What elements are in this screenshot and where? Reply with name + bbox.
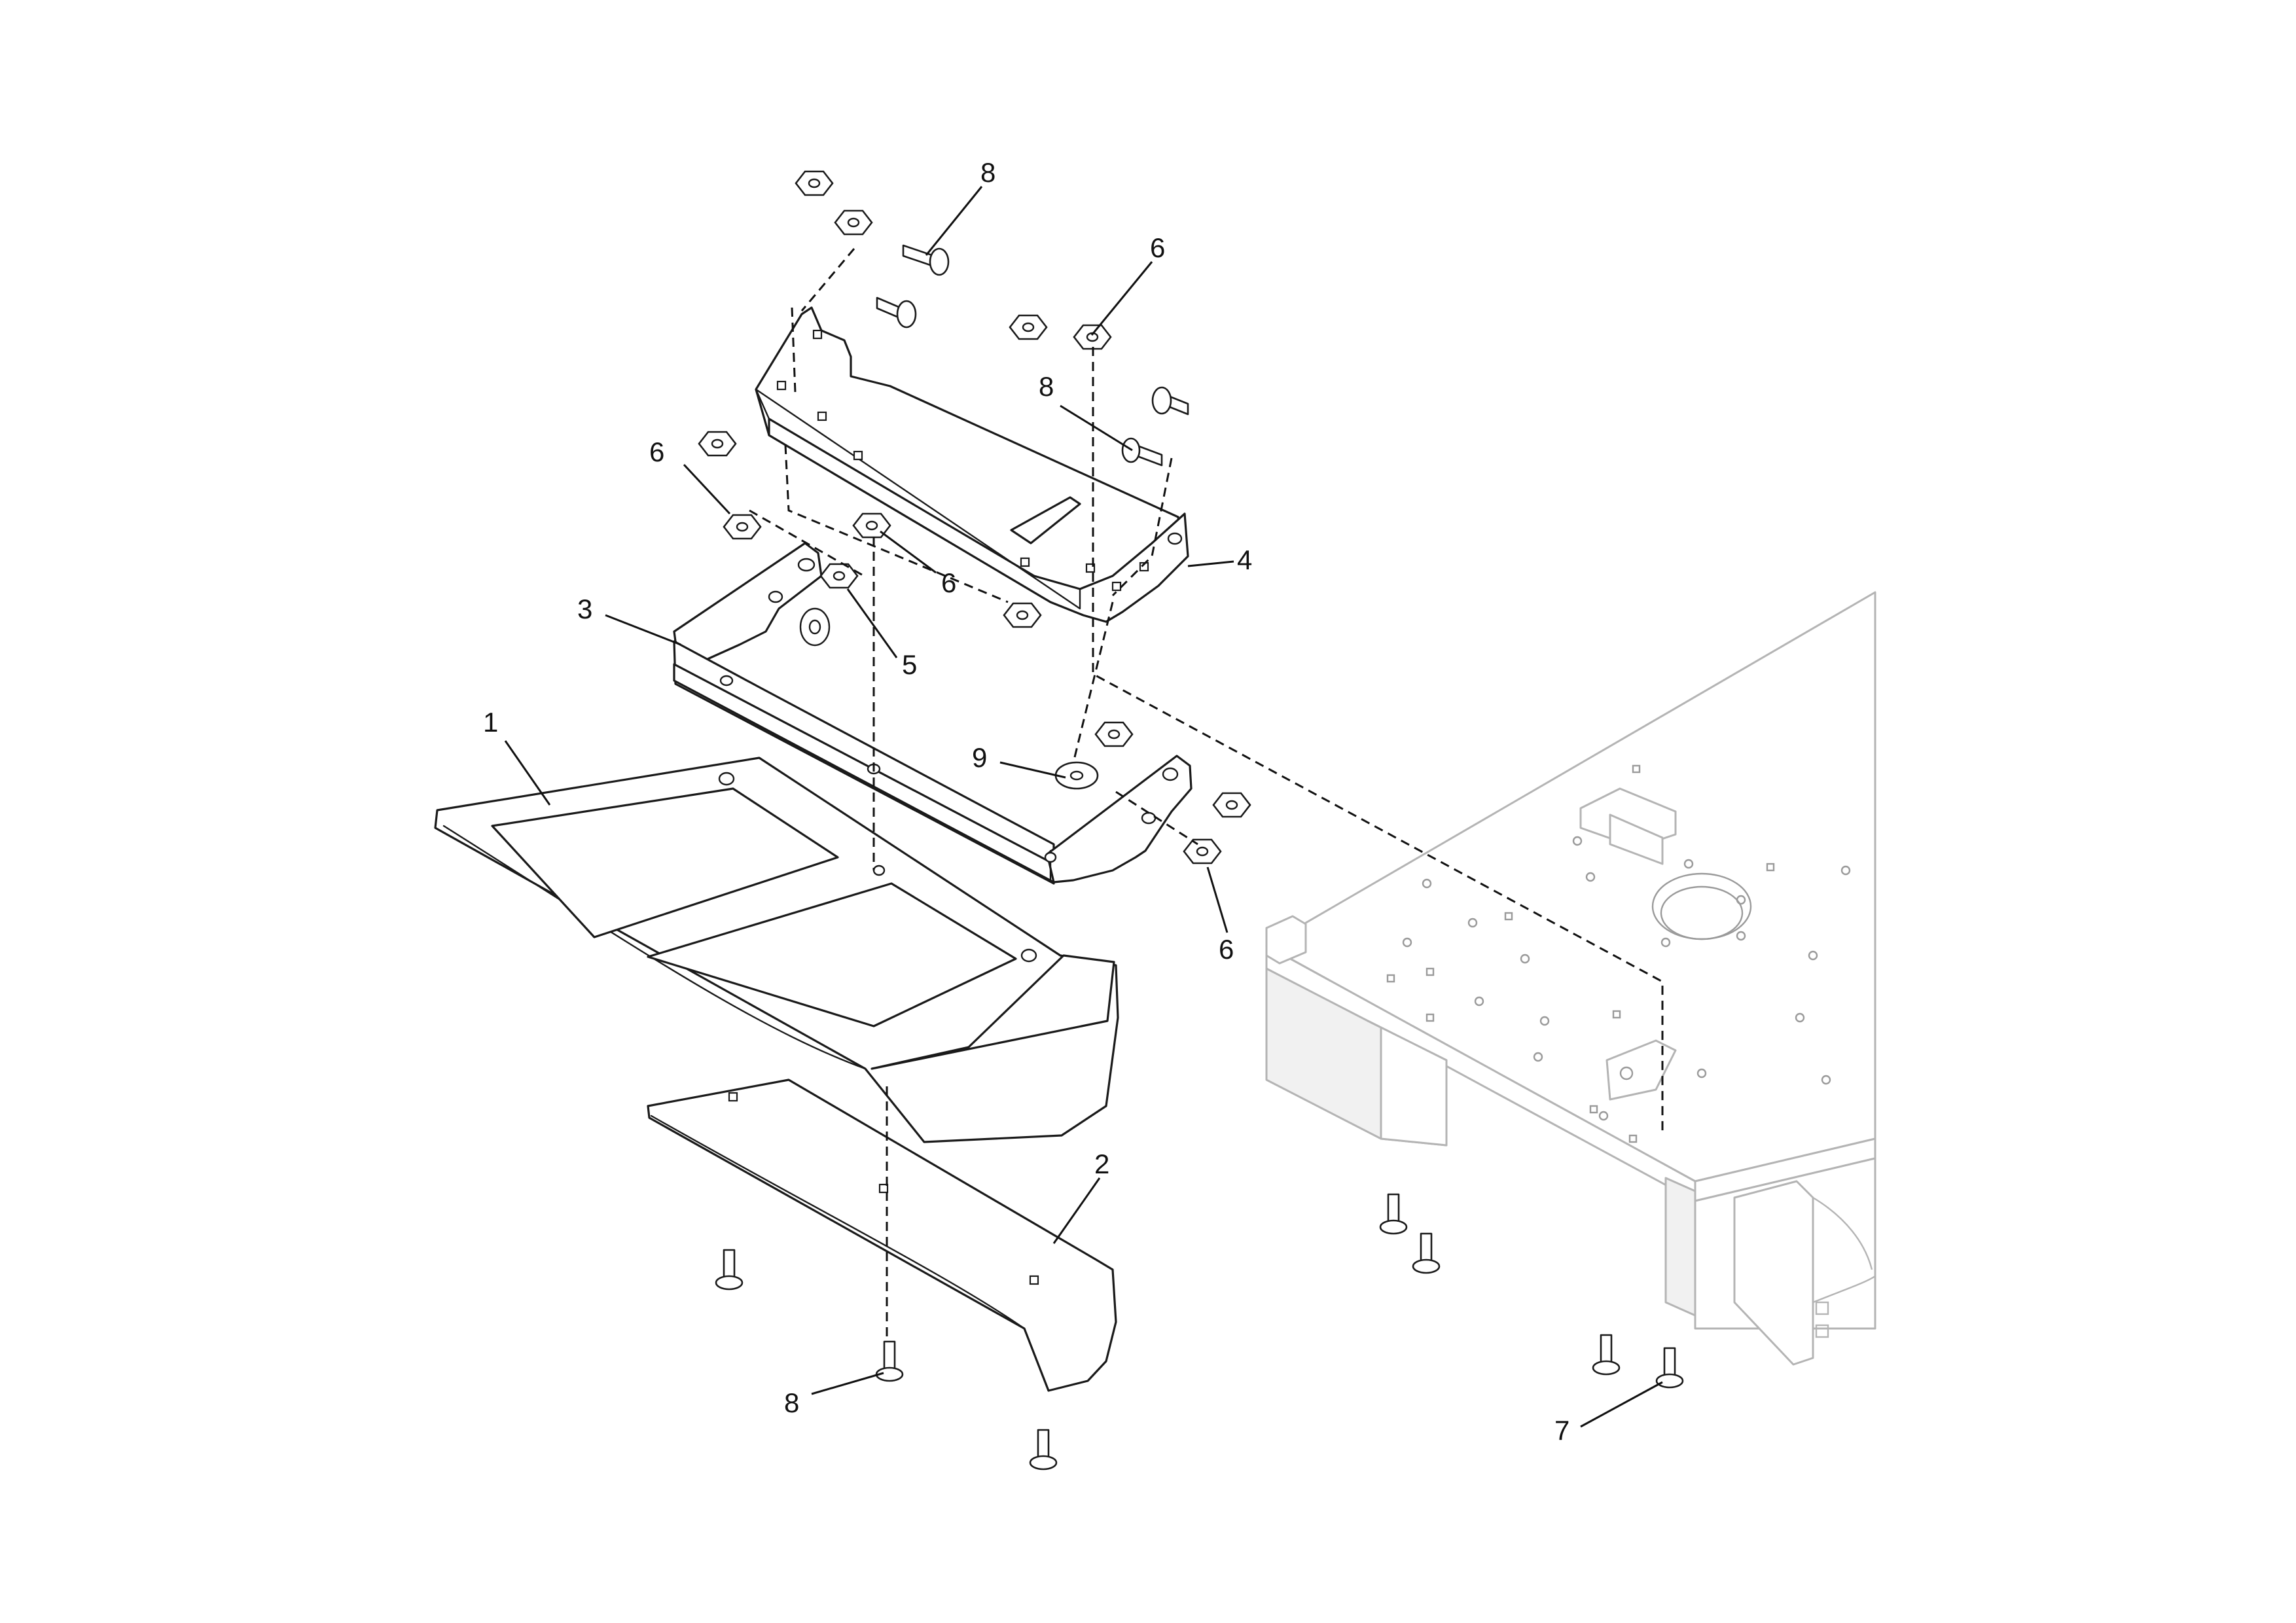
flange-nut — [698, 431, 737, 457]
callout-9: 9 — [972, 742, 987, 773]
vertical-bolt — [1029, 1429, 1058, 1471]
vertical-bolt — [1412, 1232, 1441, 1274]
hardware-bolts — [715, 244, 1684, 1471]
carriage-bolt — [902, 244, 950, 276]
carriage-bolt — [1151, 386, 1189, 416]
callout-6: 6 — [941, 567, 956, 598]
flange-nut — [795, 170, 834, 196]
callout-7: 7 — [1554, 1415, 1570, 1446]
callout-6: 6 — [1219, 934, 1234, 965]
callout-8: 8 — [1039, 371, 1054, 402]
callout-leaders — [504, 186, 1663, 1428]
flange-nut — [819, 563, 859, 589]
part-1-foot-plate — [434, 757, 1119, 1143]
vertical-bolt — [715, 1249, 744, 1291]
assembly-lines — [749, 248, 1664, 1342]
hardware-nuts — [698, 170, 1251, 865]
vertical-bolt — [1655, 1347, 1684, 1389]
machine-frame-ghost — [1265, 591, 1876, 1366]
callout-5: 5 — [902, 649, 917, 680]
callout-3: 3 — [577, 594, 592, 624]
callout-8: 8 — [980, 157, 996, 188]
callout-6: 6 — [1150, 232, 1165, 263]
callout-labels: 8 6 8 6 6 4 3 5 1 9 6 2 8 7 — [483, 157, 1570, 1446]
part-2-lower-bracket — [647, 1079, 1117, 1392]
callout-8: 8 — [784, 1387, 799, 1418]
carriage-bolt — [876, 296, 917, 329]
callout-2: 2 — [1094, 1149, 1109, 1179]
deck-holes — [1386, 764, 1851, 1143]
flange-nut — [1009, 314, 1048, 340]
flange-nut — [1094, 721, 1134, 747]
spacer-washer — [1054, 761, 1099, 790]
callout-4: 4 — [1237, 544, 1252, 575]
vertical-bolt — [1379, 1193, 1408, 1235]
carriage-bolt — [1121, 437, 1163, 467]
callout-6: 6 — [649, 437, 664, 467]
flange-nut — [1183, 838, 1222, 865]
flange-nut — [723, 514, 762, 540]
flange-nut — [1073, 324, 1112, 350]
flange-nut — [1003, 602, 1042, 628]
vertical-bolt — [875, 1340, 904, 1382]
vertical-bolt — [1592, 1334, 1621, 1376]
callout-1: 1 — [483, 707, 498, 738]
part-3-middle-bracket — [673, 542, 1193, 885]
part-4-upper-tray — [755, 306, 1189, 623]
flange-nut — [834, 209, 873, 236]
flange-nut — [1212, 792, 1251, 818]
